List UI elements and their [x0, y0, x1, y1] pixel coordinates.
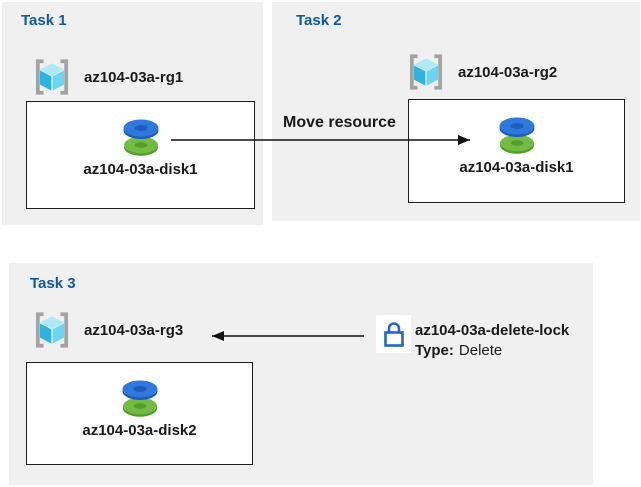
task2-resource-group: az104-03a-rg2 [405, 51, 557, 93]
disk-icon [123, 119, 158, 156]
task2-title: Task 2 [296, 12, 342, 29]
task3-title: Task 3 [30, 275, 76, 292]
task3-resource-group: az104-03a-rg3 [31, 309, 183, 351]
resource-group-label: az104-03a-rg3 [84, 321, 184, 339]
resource-group-label: az104-03a-rg1 [84, 68, 184, 86]
lock-text-block: az104-03a-delete-lock Type:Delete [415, 321, 569, 361]
disk-icon [499, 117, 534, 154]
resource-group-icon [35, 59, 69, 95]
lock-type-key: Type: [415, 342, 454, 359]
resource-group-label: az104-03a-rg2 [458, 63, 558, 81]
task2-resource-box: az104-03a-disk1 [408, 99, 625, 203]
lock-type-value: Delete [458, 342, 503, 359]
task2-panel: Task 2 az104-03a-rg2 az104-03a-disk1 [272, 2, 640, 221]
lock-name-label: az104-03a-delete-lock [415, 322, 570, 339]
lock-icon [383, 322, 404, 347]
lock-chip [376, 315, 411, 353]
disk-icon [122, 380, 157, 417]
disk-label: az104-03a-disk1 [459, 159, 574, 176]
disk-label: az104-03a-disk2 [82, 422, 197, 439]
task1-resource-box: az104-03a-disk1 [26, 101, 255, 209]
task3-panel: Task 3 az104-03a-rg3 az104-03a-disk2 [9, 263, 593, 485]
resource-group-icon [35, 312, 69, 348]
task1-title: Task 1 [21, 12, 67, 29]
task1-panel: Task 1 az104-03a-rg1 az104-03a-disk1 [2, 2, 263, 225]
move-resource-label: Move resource [283, 114, 396, 131]
resource-group-icon [409, 54, 443, 90]
task3-resource-box: az104-03a-disk2 [26, 362, 253, 465]
disk-label: az104-03a-disk1 [83, 161, 198, 178]
task1-resource-group: az104-03a-rg1 [31, 56, 183, 98]
lock-type-label: Type:Delete [415, 341, 569, 361]
